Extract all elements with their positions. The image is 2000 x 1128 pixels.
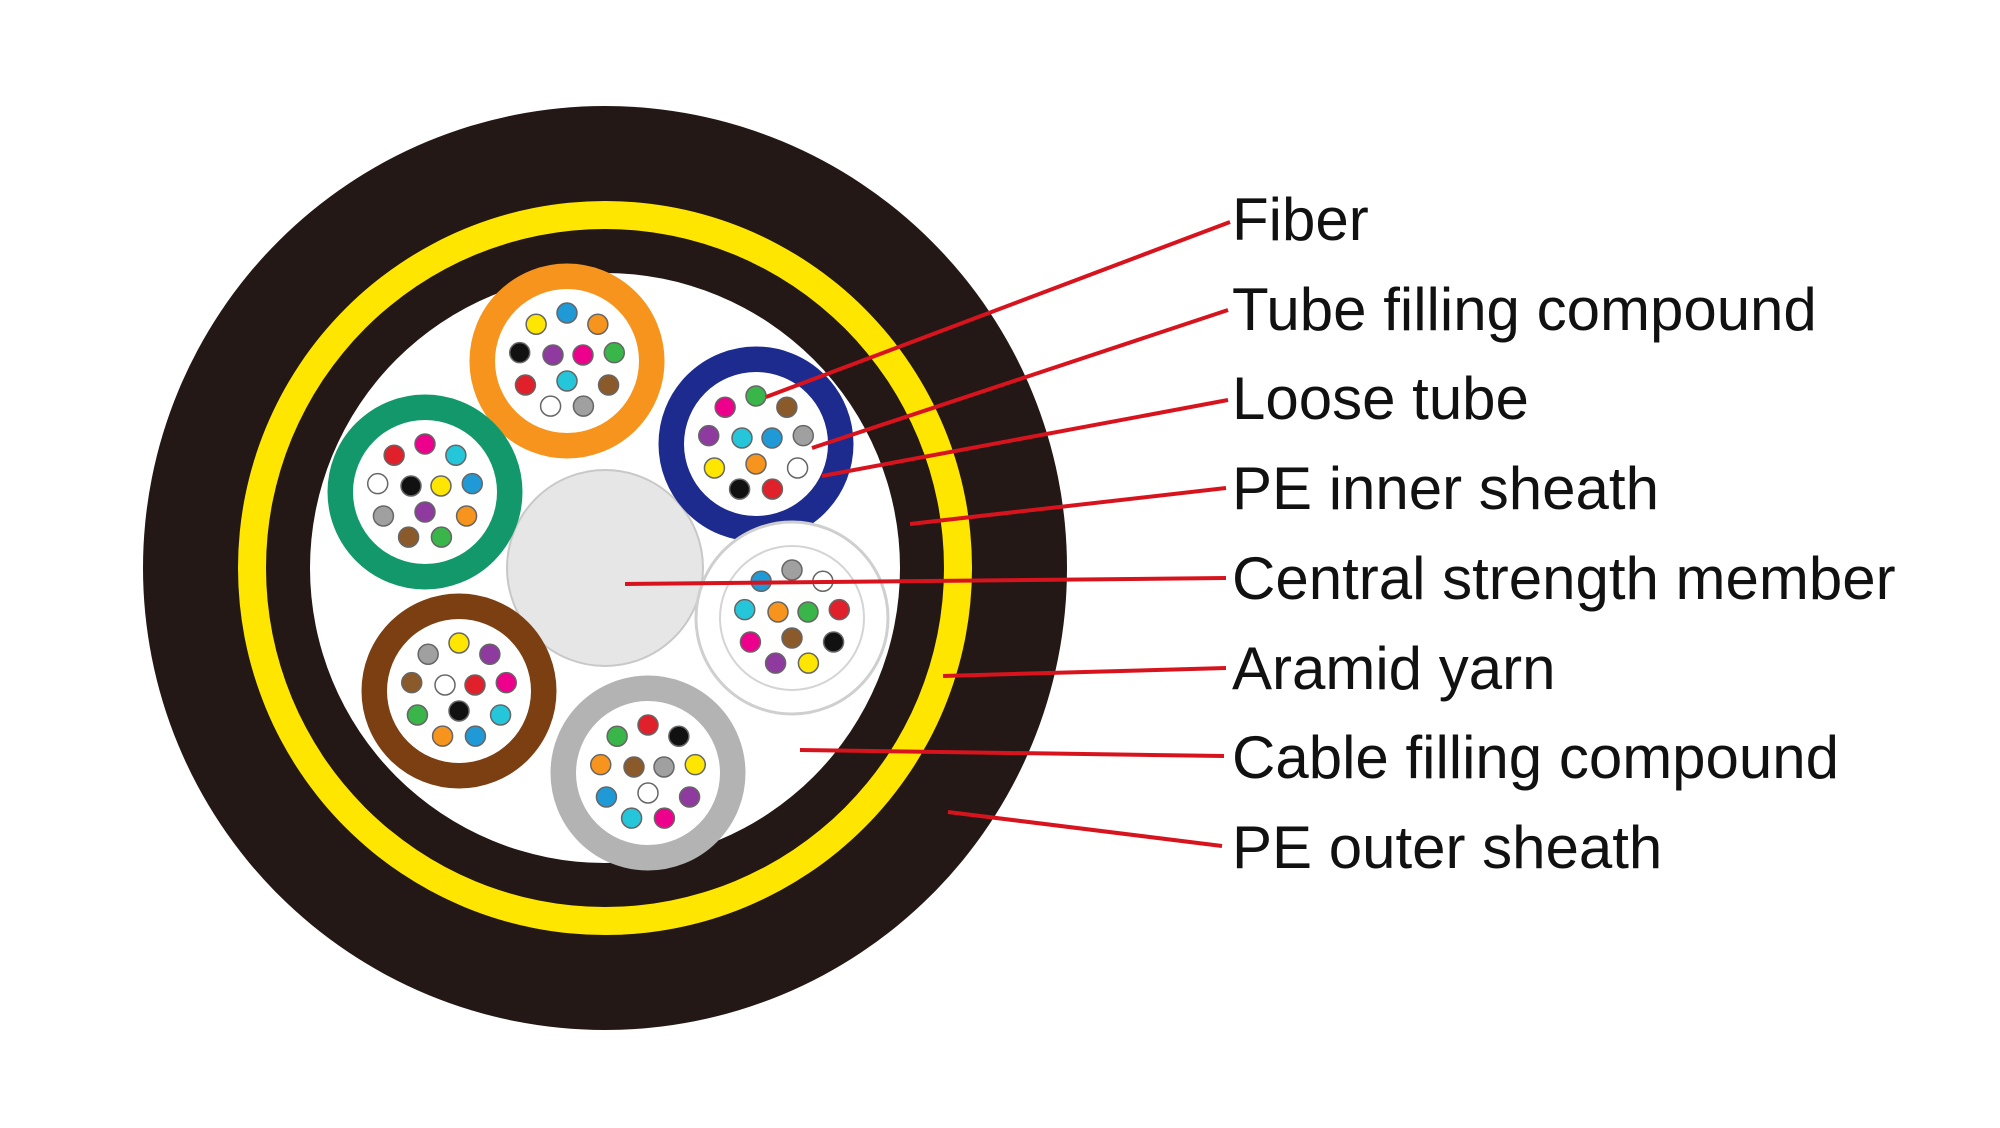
- fiber: [637, 714, 659, 736]
- fiber: [781, 627, 803, 649]
- fiber: [597, 374, 620, 396]
- fiber: [653, 756, 675, 778]
- fiber: [414, 433, 436, 455]
- fiber: [448, 700, 470, 722]
- leader-line-pe-outer-sheath: [947, 810, 1223, 848]
- fiber: [445, 444, 467, 466]
- fiber: [448, 632, 470, 654]
- fiber: [739, 631, 762, 653]
- fiber: [697, 424, 720, 447]
- label-loose-tube: Loose tube: [1232, 365, 1529, 432]
- fiber: [400, 475, 422, 497]
- fiber: [620, 807, 643, 829]
- fiber: [366, 472, 389, 495]
- fiber: [606, 725, 628, 747]
- fiber: [637, 782, 659, 804]
- fiber: [684, 753, 707, 776]
- label-pe-inner-sheath: PE inner sheath: [1232, 455, 1659, 522]
- fiber: [797, 652, 820, 674]
- fiber: [668, 725, 690, 747]
- fiber: [822, 631, 845, 653]
- fiber: [828, 598, 851, 621]
- fiber: [539, 395, 562, 417]
- loose-tube-blue: [658, 346, 854, 542]
- label-cable-filling-compound: Cable filling compound: [1232, 724, 1839, 791]
- fiber: [767, 601, 789, 623]
- fiber: [589, 753, 612, 776]
- label-tube-filling-compound: Tube filling compound: [1232, 276, 1817, 343]
- fiber: [764, 652, 787, 674]
- label-central-strength-member: Central strength member: [1232, 545, 1896, 612]
- fiber: [489, 704, 512, 726]
- fiber: [479, 643, 501, 665]
- fiber: [431, 725, 454, 747]
- fiber: [572, 395, 595, 417]
- fiber: [455, 505, 478, 527]
- fiber: [406, 704, 429, 726]
- fiber: [714, 396, 736, 418]
- fiber: [603, 341, 626, 364]
- fiber: [623, 756, 645, 778]
- fiber: [400, 671, 423, 694]
- fiber: [397, 526, 420, 548]
- fiber: [731, 427, 753, 449]
- fiber: [761, 478, 784, 500]
- fiber: [745, 453, 767, 475]
- fiber: [525, 313, 547, 335]
- fiber: [733, 598, 756, 621]
- fiber: [508, 341, 531, 364]
- loose-tube-orange: [469, 263, 665, 459]
- loose-tube-white: [694, 520, 890, 716]
- fiber: [703, 457, 726, 479]
- loose-tube-brown: [361, 593, 557, 789]
- fiber: [776, 396, 798, 418]
- fiber: [797, 601, 819, 623]
- fiber: [461, 472, 484, 495]
- leader-line-tube-filling-compound: [811, 308, 1229, 450]
- component-labels: Fiber Tube filling compound Loose tube P…: [1232, 186, 1896, 881]
- leader-line-central-strength-member: [624, 576, 1227, 586]
- fiber: [464, 674, 486, 696]
- label-fiber: Fiber: [1232, 186, 1369, 253]
- loose-tube-gray: [550, 675, 746, 871]
- fiber: [372, 505, 395, 527]
- fiber: [430, 475, 452, 497]
- fiber: [786, 457, 809, 479]
- fiber: [464, 725, 487, 747]
- fiber: [414, 501, 436, 523]
- fiber: [514, 374, 537, 396]
- fiber: [653, 807, 676, 829]
- leader-line-cable-filling-compound: [799, 748, 1225, 758]
- fiber: [556, 370, 578, 392]
- fiber: [383, 444, 405, 466]
- fiber: [728, 478, 751, 500]
- leader-line-aramid-yarn: [942, 666, 1227, 678]
- leader-line-loose-tube: [821, 398, 1229, 478]
- fiber: [745, 385, 767, 407]
- fiber: [417, 643, 439, 665]
- loose-tube-green: [327, 394, 523, 590]
- leader-line-pe-inner-sheath: [909, 486, 1227, 526]
- fiber: [572, 344, 594, 366]
- label-aramid-yarn: Aramid yarn: [1232, 635, 1555, 702]
- leader-lines: [624, 220, 1231, 848]
- fiber: [556, 302, 578, 324]
- fiber: [678, 786, 701, 808]
- fiber: [495, 671, 518, 694]
- fiber: [542, 344, 564, 366]
- fiber: [781, 559, 803, 581]
- fiber: [792, 424, 815, 447]
- central-strength-member: [506, 469, 704, 667]
- label-pe-outer-sheath: PE outer sheath: [1232, 814, 1662, 881]
- cable-cross-section: [143, 106, 1067, 1030]
- fiber: [434, 674, 456, 696]
- leader-line-fiber: [765, 220, 1231, 399]
- fiber: [595, 786, 618, 808]
- fiber: [761, 427, 783, 449]
- fiber: [430, 526, 453, 548]
- fiber: [587, 313, 609, 335]
